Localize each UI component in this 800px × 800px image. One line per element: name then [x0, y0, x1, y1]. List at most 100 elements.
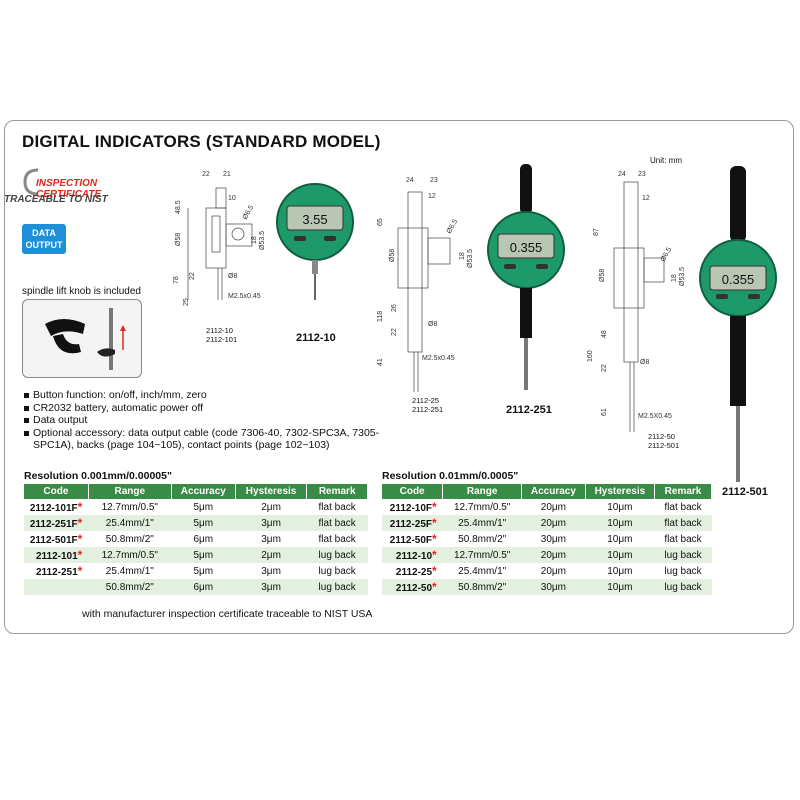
asterisk-mark: *: [77, 500, 83, 514]
cell-remark: flat back: [664, 501, 702, 513]
model-1-label: 2112-10: [296, 332, 336, 344]
cell-range: 25.4mm/1": [458, 565, 507, 577]
dim-3-l: M2.5X0.45: [638, 413, 672, 420]
asterisk-mark: *: [432, 516, 437, 530]
dim-2-k: 41: [377, 358, 384, 366]
model-3-label: 2112-501: [722, 486, 768, 498]
indicator-2112-501-drawing: 24 23 12 87 Ø58 Ø6.5 18 Ø53.5 160 48 22 …: [587, 171, 686, 432]
dim-3-h: 48: [601, 330, 608, 338]
dim-2-d: Ø6.5: [446, 218, 460, 235]
dim-3-b: 87: [593, 228, 600, 236]
dim-2-h: 26: [391, 304, 398, 312]
certificate-arc-icon: [23, 168, 39, 196]
certificate-line1: INSPECTION: [36, 178, 98, 189]
right-table-resolution: Resolution 0.01mm/0.0005": [382, 470, 519, 482]
dim-1-d: Ø6.5: [242, 204, 256, 221]
col-remark: Remark: [654, 484, 712, 499]
dim-1-a: 10: [228, 195, 236, 202]
col-remark: Remark: [306, 484, 368, 499]
cell-code: 2112-10F*: [389, 500, 437, 514]
cell-code: 2112-501F*: [29, 532, 83, 546]
asterisk-mark: *: [432, 580, 437, 594]
dim-3-top-b: 23: [638, 171, 646, 178]
feature-list: Button function: on/off, inch/mm, zero C…: [24, 389, 403, 452]
cell-code: 2112-251F*: [24, 515, 89, 531]
cell-hysteresis: 10μm: [585, 515, 655, 531]
asterisk-mark: *: [432, 548, 437, 562]
asterisk-mark: *: [432, 564, 437, 578]
knob-label: spindle lift knob is included: [22, 286, 141, 297]
indicator-2112-251-drawing: 24 23 12 65 Ø58 Ø6.5 18 Ø53.5 118 26 22 …: [377, 177, 474, 392]
dial-3: 0.355: [699, 166, 777, 482]
model-1-ref-b: 2112-101: [206, 335, 238, 344]
model-3-ref-b: 2112-501: [648, 441, 680, 450]
cell-remark: lug back: [306, 579, 368, 595]
dim-2-a: 12: [428, 193, 436, 200]
unit-label: Unit: mm: [650, 156, 682, 165]
cell-range: 50.8mm/2": [105, 533, 154, 545]
cell-accuracy: 6μm: [193, 533, 214, 545]
dim-3-top-a: 24: [618, 171, 626, 178]
certificate-subtitle: TRACEABLE TO NIST: [4, 194, 108, 205]
data-output-line2: OUTPUT: [25, 240, 63, 250]
col-hysteresis: Hysteresis: [235, 484, 308, 499]
model-3-ref-a: 2112-50: [648, 432, 675, 441]
dim-2-top-a: 24: [406, 177, 414, 184]
cell-remark: lug back: [306, 547, 368, 563]
footnote: with manufacturer inspection certificate…: [82, 608, 373, 620]
cell-code: 2112-251*: [35, 564, 83, 578]
dim-1-k: M2.5x0.45: [228, 293, 261, 300]
model-3-refs: 2112-50 2112-501: [648, 432, 679, 450]
model-1-ref-a: 2112-10: [206, 326, 233, 335]
cell-code: 2112-25F*: [382, 515, 443, 531]
asterisk-mark: *: [432, 532, 437, 546]
left-spec-table: Code Range Accuracy Hysteresis Remark 21…: [24, 484, 368, 595]
cell-range: 12.7mm/0.5": [101, 501, 158, 513]
col-range: Range: [442, 484, 523, 499]
dial-1-readout: 3.55: [302, 212, 327, 227]
dim-3-j: Ø8: [640, 359, 649, 366]
cell-hysteresis: 3μm: [235, 515, 307, 531]
asterisk-mark: *: [77, 516, 83, 530]
dial-2: 0.355: [487, 164, 565, 390]
dim-1-h: 22: [189, 272, 196, 280]
feature-item: Optional accessory: data output cable (c…: [24, 427, 403, 452]
col-accuracy: Accuracy: [171, 484, 236, 499]
cell-hysteresis: 2μm: [261, 501, 281, 513]
dim-1-e: 18: [251, 236, 258, 244]
cell-range: 50.8mm/2": [88, 579, 172, 595]
cell-hysteresis: 3μm: [261, 565, 281, 577]
dim-1-f: Ø53.5: [259, 231, 266, 250]
cell-accuracy: 6μm: [171, 579, 236, 595]
dim-2-c: Ø58: [389, 249, 396, 262]
dim-3-a: 12: [642, 195, 650, 202]
cell-remark: flat back: [306, 515, 368, 531]
cell-range: 25.4mm/1": [105, 565, 154, 577]
dim-3-f: Ø53.5: [679, 267, 686, 286]
cell-hysteresis: 3μm: [235, 579, 307, 595]
data-output-line1: DATA: [32, 228, 56, 238]
asterisk-mark: *: [77, 532, 83, 546]
dim-1-g: 78: [173, 276, 180, 284]
cell-range: 50.8mm/2": [442, 579, 522, 595]
cell-hysteresis: 10μm: [585, 579, 655, 595]
cell-accuracy: 5μm: [193, 565, 214, 577]
dim-3-g: 160: [587, 350, 594, 362]
cell-accuracy: 5μm: [193, 501, 214, 513]
dim-3-d: Ø6.5: [660, 246, 674, 263]
feature-item: Button function: on/off, inch/mm, zero: [24, 389, 403, 402]
cell-code: 2112-10*: [382, 547, 443, 563]
dim-3-i: 22: [601, 364, 608, 372]
cell-accuracy: 5μm: [171, 547, 236, 563]
asterisk-mark: *: [77, 548, 83, 562]
cell-range: 12.7mm/0.5": [454, 501, 511, 513]
cell-accuracy: 5μm: [171, 515, 236, 531]
col-code: Code: [24, 484, 89, 499]
model-2-ref-a: 2112-25: [412, 396, 439, 405]
cell-accuracy: 20μm: [540, 501, 566, 513]
